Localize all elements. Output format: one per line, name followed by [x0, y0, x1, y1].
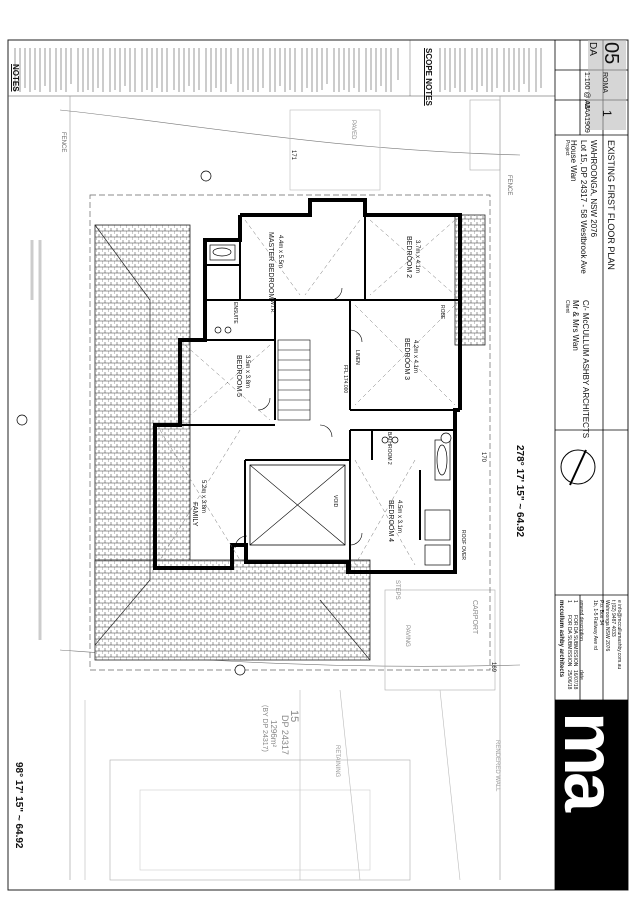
steps-label: STEPS: [394, 580, 400, 600]
fence-label-right: FENCE: [506, 175, 512, 196]
north-arrow-icon: [560, 449, 596, 486]
building-walls: [153, 198, 462, 574]
carport-label: CARPORT: [471, 600, 478, 635]
retaining-label: RETAINING: [334, 745, 340, 778]
room-size-family: 5.2m x 3.8m: [200, 480, 206, 514]
floor-level-label: FFL 174.000: [342, 365, 348, 394]
lot-area: 1296m²: [269, 720, 278, 748]
project-address2: WAHROONGA, NSW 2076: [589, 140, 598, 238]
company-stamp: [588, 40, 626, 130]
room-label-ensuite: ENSUITE: [232, 302, 238, 324]
room-label-bed4: BEDROOM 4: [387, 500, 394, 543]
architect-name: C/- McCULLUM ASHBY ARCHITECTS: [581, 300, 590, 439]
type-value: DA: [587, 42, 598, 56]
client-name: Mr & Mrs Wan: [571, 300, 580, 351]
contour-171: 171: [290, 150, 296, 161]
bearing-right: 278° 17' 15" ~ 64.92: [514, 445, 525, 538]
project-name: House Wan: [569, 140, 578, 182]
date-header: date: [578, 670, 584, 680]
stair: [277, 339, 311, 421]
contour-170: 170: [480, 452, 486, 463]
contour-169: 169: [490, 662, 496, 673]
door-swings: [234, 287, 363, 549]
room-size-master: 4.4m x 5.5m: [277, 235, 283, 269]
paved-label: PAVED: [350, 120, 356, 140]
room-label-wir: W.I.R.: [269, 300, 275, 314]
roof-over-label: ROOF OVER: [460, 530, 466, 561]
project-no-value: MAA1909: [583, 102, 590, 133]
robe-label: ROBE: [439, 305, 445, 320]
room-label-master: MASTER BEDROOM: [267, 232, 274, 300]
room-size-bed4: 4.5m x 3.1m: [396, 500, 402, 534]
firm-logo-block: [555, 700, 628, 890]
bearing-left: 98° 17' 15" ~ 64.92: [13, 762, 24, 849]
room-label-bathroom2: BATHROOM 2: [386, 432, 392, 465]
revision-value: 1: [600, 110, 614, 117]
drawing-title: EXISTING FIRST FLOOR PLAN: [606, 140, 616, 270]
room-label-bed5: BEDROOM 5: [235, 355, 242, 398]
rendered-wall-label: RENDERED WALL: [494, 740, 500, 792]
sheet-border: [7, 39, 629, 891]
scope-notes-heading: SCOPE NOTES: [424, 48, 433, 106]
room-label-family: FAMILY: [191, 502, 198, 527]
section-markers: [16, 170, 452, 676]
lot-by-dp: (BY DP 24317): [261, 705, 268, 752]
paving-label: PAVING: [404, 625, 410, 647]
interior-walls: [180, 215, 460, 572]
drawing-number: 05: [600, 42, 622, 65]
rev-header: amend description: [578, 600, 584, 641]
drawn-value: ROMA: [601, 72, 608, 93]
project-address1: Lot 15, DP 24317 - 58 Westbrook Ave: [579, 140, 588, 274]
room-label-bed3: BEDROOM 3: [403, 338, 410, 381]
room-size-bed3: 4.2m x 4.1m: [412, 340, 418, 374]
room-label-bed2: BEDROOM 2: [405, 236, 412, 279]
notes-text-lines: [14, 48, 542, 92]
ceiling-lines: [159, 219, 456, 566]
firm-name: mccullum ashby architects: [558, 600, 564, 678]
room-size-bed2: 3.7m x 4.1m: [414, 240, 420, 274]
lot-boundary: [89, 194, 491, 671]
firm-logo-text: ma: [549, 712, 629, 809]
client-label: Client: [564, 300, 570, 313]
fence-label: FENCE: [60, 132, 66, 153]
firm-email: e info@mccullumashby.com.au: [616, 600, 622, 670]
room-label-linen: LINEN: [354, 350, 360, 365]
room-size-bed5: 3.5m x 3.8m: [244, 355, 250, 389]
void-label: VOID: [332, 495, 338, 508]
notes-heading: NOTES: [11, 64, 20, 92]
lot-dp: DP 24317: [280, 715, 290, 755]
void-area: [249, 464, 346, 546]
